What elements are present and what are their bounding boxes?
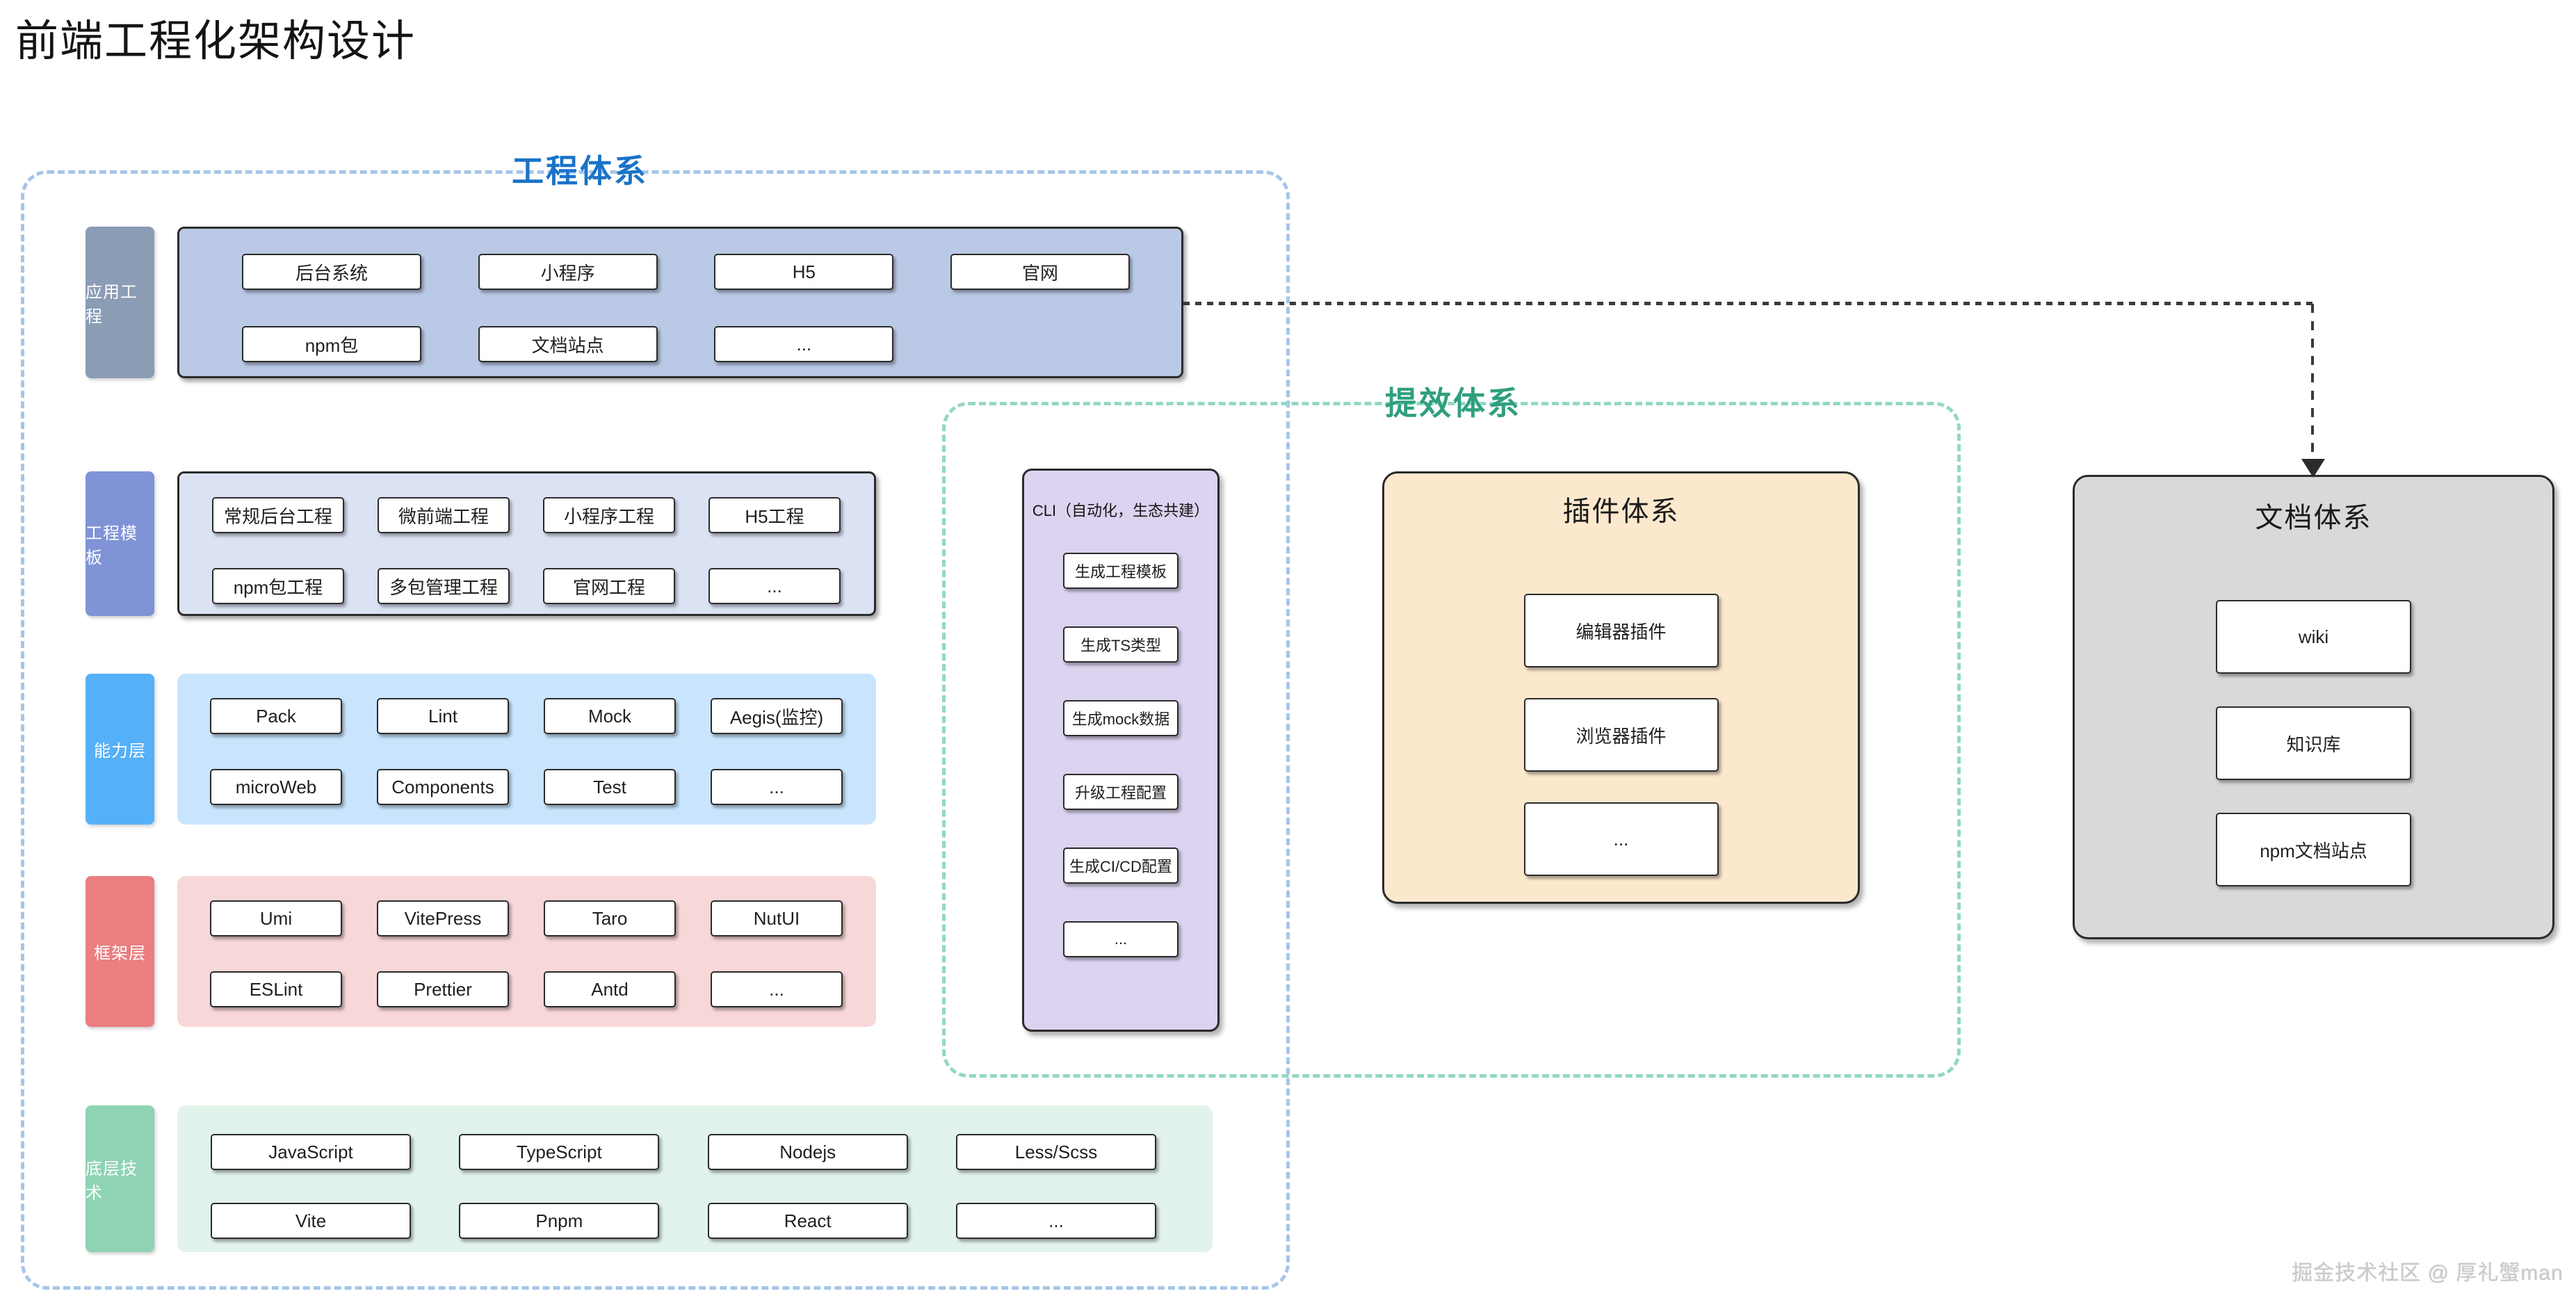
node-box: Test xyxy=(544,769,676,805)
layer-label-application: 应用工程 xyxy=(86,227,154,378)
node-box: 生成TS类型 xyxy=(1063,626,1178,663)
node-box: 常规后台工程 xyxy=(212,497,344,533)
application-layer-panel: 后台系统 小程序 H5 官网 npm包 文档站点 ... xyxy=(177,227,1183,378)
node-box: 编辑器插件 xyxy=(1523,594,1719,667)
node-box: 浏览器插件 xyxy=(1523,698,1719,772)
node-box: React xyxy=(707,1203,908,1239)
layer-label-framework: 框架层 xyxy=(86,876,154,1027)
node-box: Vite xyxy=(211,1203,411,1239)
node-box: Umi xyxy=(210,900,342,936)
doc-system-title: 文档体系 xyxy=(2255,503,2372,533)
layer-label-capability: 能力层 xyxy=(86,674,154,825)
node-box: ... xyxy=(1063,921,1178,957)
node-box: ... xyxy=(1523,802,1719,876)
node-box: Pnpm xyxy=(459,1203,660,1239)
node-box: 小程序 xyxy=(478,254,658,290)
node-box: Mock xyxy=(544,698,676,734)
efficiency-system-title: 提效体系 xyxy=(1385,385,1521,421)
node-box: 生成CI/CD配置 xyxy=(1063,847,1178,884)
node-box: npm包 xyxy=(242,326,421,362)
framework-layer-panel: Umi VitePress Taro NutUI ESLint Prettier… xyxy=(177,876,876,1027)
node-box: Taro xyxy=(544,900,676,936)
cli-panel-title: CLI（自动化，生态共建） xyxy=(1032,502,1210,519)
plugin-system-title: 插件体系 xyxy=(1562,496,1680,527)
node-box: VitePress xyxy=(377,900,509,936)
node-box: ... xyxy=(714,326,894,362)
node-box: 后台系统 xyxy=(242,254,421,290)
watermark: 掘金技术社区 @ 厚礼蟹man xyxy=(2292,1262,2563,1285)
node-box: 生成mock数据 xyxy=(1063,700,1178,736)
node-box: JavaScript xyxy=(211,1134,411,1170)
node-box: H5 xyxy=(714,254,894,290)
node-box: 微前端工程 xyxy=(378,497,510,533)
layer-label-template: 工程模板 xyxy=(86,471,154,616)
template-layer-panel: 常规后台工程 微前端工程 小程序工程 H5工程 npm包工程 多包管理工程 官网… xyxy=(177,471,876,616)
node-box: Less/Scss xyxy=(955,1134,1156,1170)
node-box: Components xyxy=(377,769,509,805)
node-box: ESLint xyxy=(210,971,342,1007)
node-box: 升级工程配置 xyxy=(1063,774,1178,810)
node-box: Nodejs xyxy=(707,1134,908,1170)
node-box: microWeb xyxy=(210,769,342,805)
doc-system-panel: 文档体系 wiki 知识库 npm文档站点 xyxy=(2073,475,2554,939)
cli-panel: CLI（自动化，生态共建） 生成工程模板 生成TS类型 生成mock数据 升级工… xyxy=(1022,469,1220,1032)
node-box: ... xyxy=(708,568,841,604)
connector-line-horizontal xyxy=(1183,302,2313,305)
base-tech-layer-panel: JavaScript TypeScript Nodejs Less/Scss V… xyxy=(177,1105,1213,1252)
node-box: 小程序工程 xyxy=(543,497,675,533)
node-box: TypeScript xyxy=(459,1134,660,1170)
node-box: 官网工程 xyxy=(543,568,675,604)
node-box: Pack xyxy=(210,698,342,734)
node-box: 生成工程模板 xyxy=(1063,553,1178,589)
node-box: ... xyxy=(711,769,843,805)
node-box: NutUI xyxy=(711,900,843,936)
node-box: Lint xyxy=(377,698,509,734)
node-box: Aegis(监控) xyxy=(711,698,843,734)
efficiency-system-frame xyxy=(942,402,1961,1078)
node-box: 知识库 xyxy=(2216,706,2411,780)
capability-layer-panel: Pack Lint Mock Aegis(监控) microWeb Compon… xyxy=(177,674,876,825)
node-box: ... xyxy=(711,971,843,1007)
connector-line-vertical xyxy=(2311,304,2314,461)
node-box: 多包管理工程 xyxy=(378,568,510,604)
node-box: Prettier xyxy=(377,971,509,1007)
node-box: H5工程 xyxy=(708,497,841,533)
engineering-system-title: 工程体系 xyxy=(512,153,648,189)
node-box: npm文档站点 xyxy=(2216,813,2411,886)
node-box: npm包工程 xyxy=(212,568,344,604)
node-box: ... xyxy=(955,1203,1156,1239)
node-box: 官网 xyxy=(950,254,1130,290)
node-box: 文档站点 xyxy=(478,326,658,362)
engineering-system-frame xyxy=(21,170,1290,1290)
layer-label-base-tech: 底层技术 xyxy=(86,1105,154,1252)
page-title: 前端工程化架构设计 xyxy=(15,17,416,65)
connector-arrowhead-icon xyxy=(2301,459,2325,478)
plugin-system-panel: 插件体系 编辑器插件 浏览器插件 ... xyxy=(1382,471,1860,904)
node-box: wiki xyxy=(2216,600,2411,674)
node-box: Antd xyxy=(544,971,676,1007)
